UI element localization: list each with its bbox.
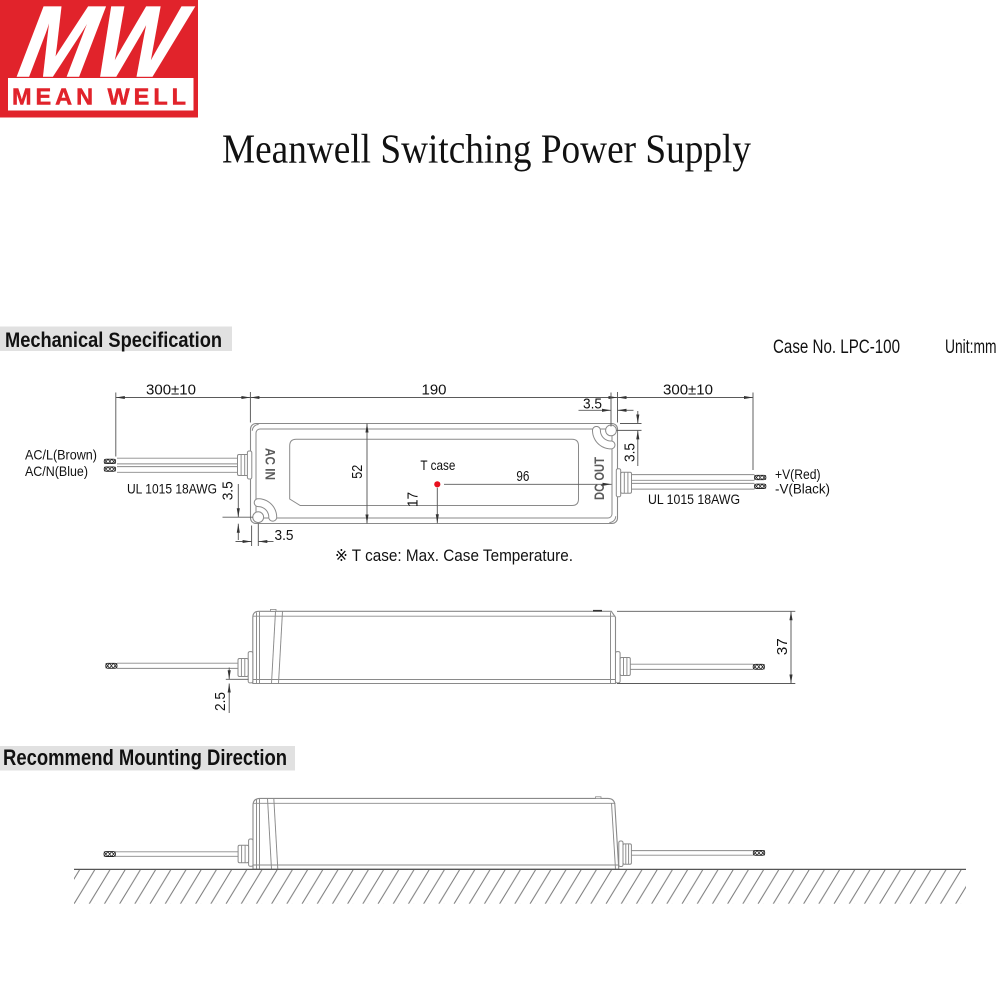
svg-text:Recommend Mounting Direction: Recommend Mounting Direction xyxy=(3,745,287,770)
svg-text:AC/L(Brown): AC/L(Brown) xyxy=(25,447,97,463)
svg-text:Mechanical Specification: Mechanical Specification xyxy=(5,328,222,352)
svg-text:190: 190 xyxy=(422,383,447,399)
svg-text:Case No. LPC-100: Case No. LPC-100 xyxy=(773,337,900,358)
svg-text:3.5: 3.5 xyxy=(623,443,639,462)
svg-text:DC OUT: DC OUT xyxy=(592,456,607,500)
svg-text:Meanwell Switching Power Suppl: Meanwell Switching Power Supply xyxy=(222,126,751,172)
svg-text:2.5: 2.5 xyxy=(213,692,229,711)
svg-text:3.5: 3.5 xyxy=(220,481,236,500)
svg-text:Unit:mm: Unit:mm xyxy=(945,337,997,358)
svg-text:3.5: 3.5 xyxy=(275,528,294,544)
svg-text:MEAN WELL: MEAN WELL xyxy=(12,84,186,110)
svg-text:UL 1015 18AWG: UL 1015 18AWG xyxy=(648,491,740,507)
svg-text:96: 96 xyxy=(516,469,529,485)
svg-text:3.5: 3.5 xyxy=(583,396,602,412)
svg-text:-V(Black): -V(Black) xyxy=(775,481,830,497)
svg-text:52: 52 xyxy=(350,465,366,479)
svg-text:17: 17 xyxy=(406,492,422,507)
svg-text:37: 37 xyxy=(775,638,791,655)
svg-text:300±10: 300±10 xyxy=(146,383,196,399)
svg-text:300±10: 300±10 xyxy=(663,383,713,399)
svg-text:AC/N(Blue): AC/N(Blue) xyxy=(25,463,88,479)
svg-text:T case: T case xyxy=(420,457,455,473)
svg-text:AC IN: AC IN xyxy=(263,448,278,480)
svg-text:※ T case: Max. Case Temperatur: ※ T case: Max. Case Temperature. xyxy=(335,546,573,565)
svg-text:+V(Red): +V(Red) xyxy=(775,466,821,482)
svg-text:UL 1015 18AWG: UL 1015 18AWG xyxy=(127,481,217,497)
